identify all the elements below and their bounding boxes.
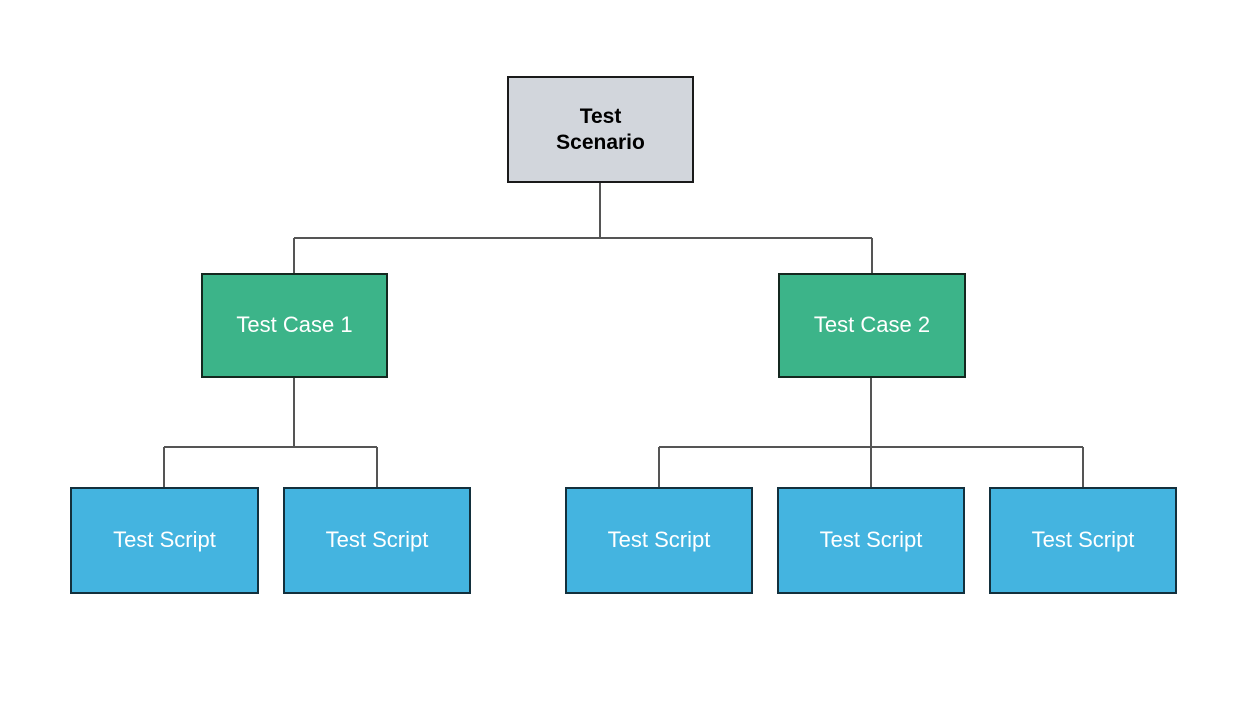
node-test-scenario-label: Test Scenario xyxy=(556,105,645,154)
node-test-scenario[interactable]: Test Scenario xyxy=(507,76,694,183)
node-test-case-2[interactable]: Test Case 2 xyxy=(778,273,966,378)
node-test-script-1-label: Test Script xyxy=(113,527,216,553)
node-test-script-2[interactable]: Test Script xyxy=(283,487,471,594)
node-test-script-4-label: Test Script xyxy=(819,527,923,553)
node-test-case-1-label: Test Case 1 xyxy=(236,312,353,338)
node-test-script-5[interactable]: Test Script xyxy=(989,487,1177,594)
node-test-script-3[interactable]: Test Script xyxy=(565,487,753,594)
node-test-script-5-label: Test Script xyxy=(1031,527,1135,553)
node-test-script-4[interactable]: Test Script xyxy=(777,487,965,594)
node-test-script-3-label: Test Script xyxy=(607,527,711,553)
node-test-script-2-label: Test Script xyxy=(325,527,429,553)
node-test-script-1[interactable]: Test Script xyxy=(70,487,259,594)
node-test-case-1[interactable]: Test Case 1 xyxy=(201,273,388,378)
node-test-case-2-label: Test Case 2 xyxy=(813,312,931,338)
